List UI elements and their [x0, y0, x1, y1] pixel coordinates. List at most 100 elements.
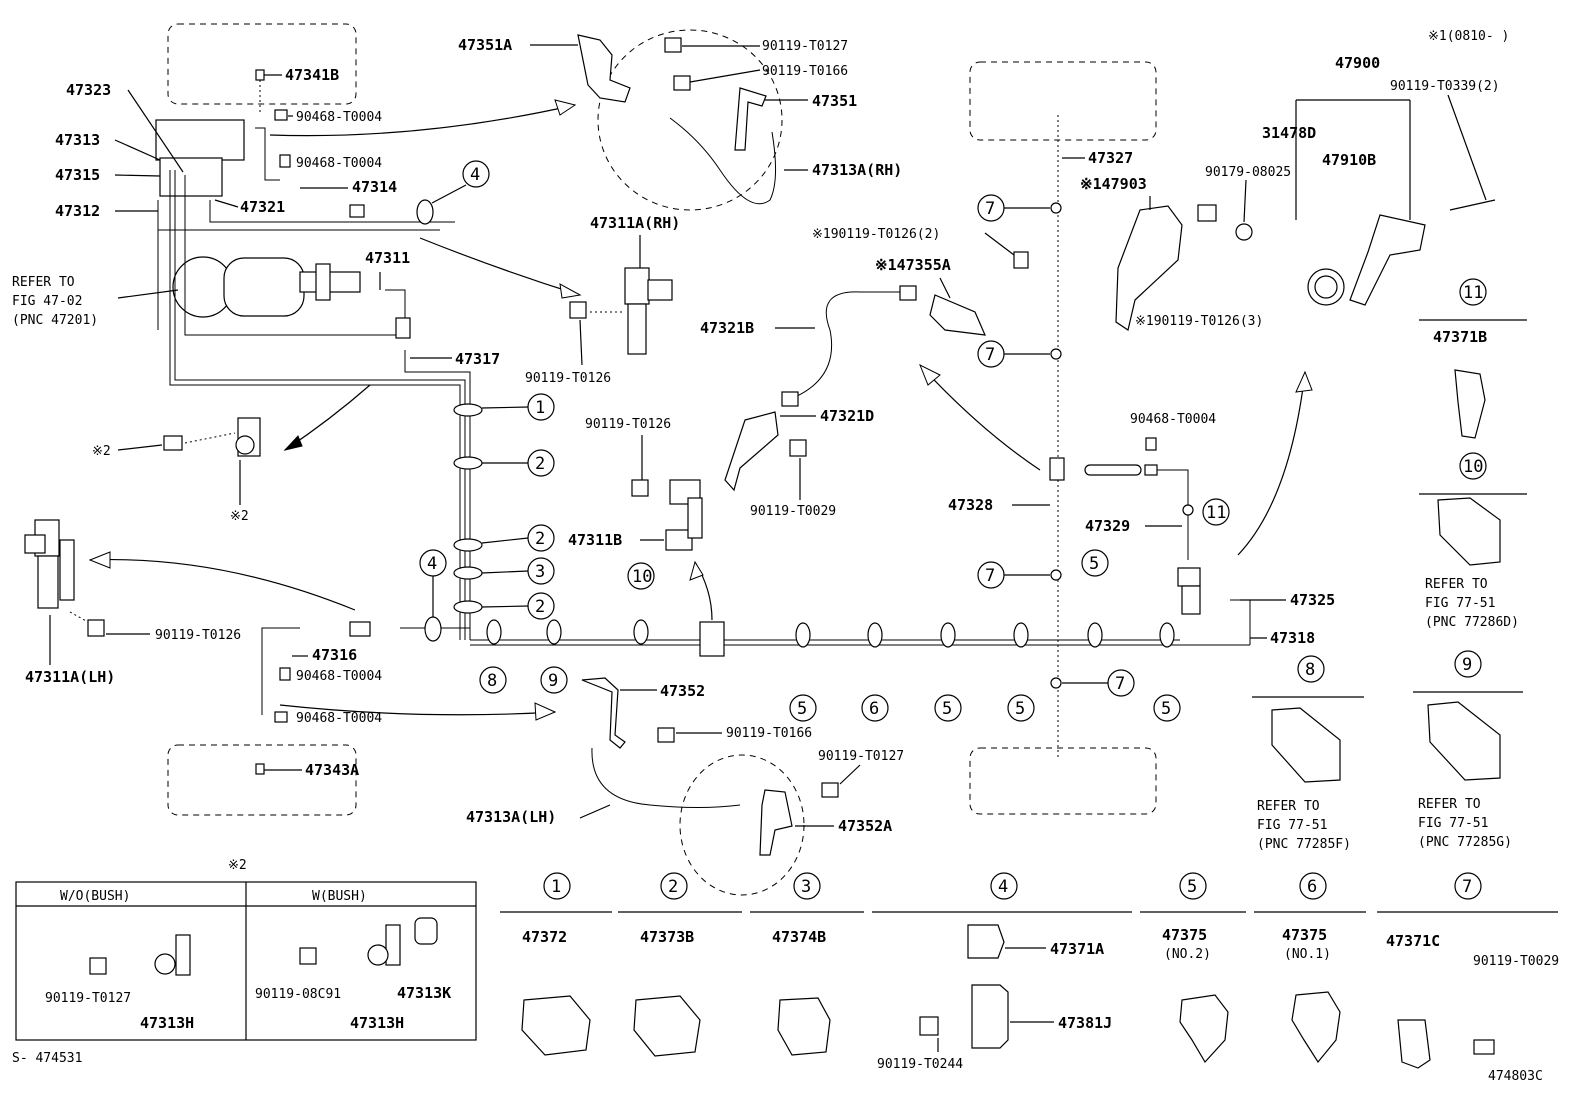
proportioning-valve [395, 317, 411, 339]
label-47314: 47314 [352, 178, 397, 196]
bolt-icon [657, 727, 675, 743]
key-label-47375-a: 47375 [1162, 926, 1207, 944]
rear-body-outline [167, 744, 357, 816]
label-47343A: 47343A [305, 761, 359, 779]
callout-7-c-label: 7 [985, 566, 995, 586]
clip-icon [279, 667, 291, 681]
label-47318: 47318 [1270, 629, 1315, 647]
key-label-47371C: 47371C [1386, 932, 1440, 950]
label-90119-T0339: 90119-T0339(2) [1390, 79, 1500, 94]
label-47329: 47329 [1085, 517, 1130, 535]
label-47352: 47352 [660, 682, 705, 700]
callout-5-a [789, 694, 817, 722]
callout-5-c-label: 5 [1015, 699, 1025, 719]
callout-2-a-label: 2 [535, 454, 545, 474]
label-47351A: 47351A [458, 36, 512, 54]
bolt-icon [789, 439, 807, 457]
key-callout-1: 1 [551, 877, 561, 897]
callout-10-kit [1459, 452, 1487, 480]
clip-icon [274, 109, 288, 121]
clip-icon [1145, 437, 1157, 451]
bracket-47351 [734, 87, 767, 151]
key-label-47375-b-sub: (NO.1) [1284, 947, 1331, 962]
bush-table-mark: ※2 [228, 858, 247, 873]
front-body-outline [167, 23, 357, 105]
bracket-47355A [929, 294, 986, 336]
key-label-90119-T0029: 90119-T0029 [1473, 954, 1559, 969]
bolt-icon [255, 763, 265, 775]
hose-47313A-LH [591, 747, 741, 808]
callout-8-pipe-label: 8 [487, 671, 497, 691]
label-47355A: ※147355A [875, 256, 951, 274]
callout-10-pipe-label: 10 [632, 567, 652, 587]
callout-9-pipe [540, 666, 568, 694]
refer-77-51-F-line2: FIG 77-51 [1257, 818, 1327, 833]
bush-label-90119-08C91: 90119-08C91 [255, 987, 341, 1002]
callout-4-top [462, 160, 490, 188]
bracket-47381J [971, 984, 1009, 1049]
clip-47375-no2 [1179, 994, 1229, 1064]
clip-icon [279, 154, 291, 168]
label-47312: 47312 [55, 202, 100, 220]
frame-top-outline [969, 61, 1157, 141]
label-47341B: 47341B [285, 66, 339, 84]
bolt-icon [89, 957, 107, 975]
refer-77-51-G-line2: FIG 77-51 [1418, 816, 1488, 831]
key-callout-3: 3 [801, 877, 811, 897]
bolt-icon [1013, 251, 1029, 269]
valve-47311B [665, 479, 703, 551]
clip-47371C [1397, 1019, 1431, 1069]
frame-bottom-outline [969, 747, 1157, 815]
key-label-47381J: 47381J [1058, 1014, 1112, 1032]
key-callout-5: 5 [1187, 877, 1197, 897]
key-callout-2: 2 [668, 877, 678, 897]
w-bush-header: W(BUSH) [312, 889, 367, 904]
bracket-47352 [581, 677, 626, 749]
nut-icon [1235, 223, 1253, 241]
refer-47-02-line2: FIG 47-02 [12, 294, 82, 309]
label-90468-T0004-b: 90468-T0004 [296, 156, 382, 171]
label-47321: 47321 [240, 198, 285, 216]
figure-code-left: S- 474531 [12, 1051, 82, 1066]
label-90119-T0166-top: 90119-T0166 [762, 64, 848, 79]
mark2-b: ※2 [230, 509, 249, 524]
tee-47328 [1049, 457, 1065, 481]
clip-47374B [777, 997, 831, 1056]
callout-11-kit [1459, 278, 1487, 306]
refer-77-51-D-line1: REFER TO [1425, 577, 1488, 592]
label-47311A-RH: 47311A(RH) [590, 214, 680, 232]
clip-77285F [1271, 707, 1341, 783]
label-90119-T0126-b: 90119-T0126 [155, 628, 241, 643]
callout-4-mid-label: 4 [427, 554, 437, 574]
callout-10-pipe [627, 562, 655, 590]
valve-47311A-LH [24, 519, 75, 609]
callout-8-pipe [479, 666, 507, 694]
connector-icon [349, 204, 365, 218]
refer-77-51-D-line3: (PNC 77286D) [1425, 615, 1519, 630]
callout-5-e [1153, 694, 1181, 722]
bush-label-47313H-a: 47313H [140, 1014, 194, 1032]
callout-6-pipe-label: 6 [869, 699, 879, 719]
label-47327: 47327 [1088, 149, 1133, 167]
label-47328: 47328 [948, 496, 993, 514]
mark2-a: ※2 [92, 444, 111, 459]
callout-7-b-label: 7 [985, 345, 995, 365]
key-label-47371A: 47371A [1050, 940, 1104, 958]
bolt-icon [673, 75, 691, 91]
rh-hose-detail-circle [597, 29, 783, 211]
callout-7-a-label: 7 [985, 199, 995, 219]
lsp-valve-47325 [1177, 567, 1201, 615]
label-47311A-LH: 47311A(LH) [25, 668, 115, 686]
refer-77-51-G-line3: (PNC 77285G) [1418, 835, 1512, 850]
label-47351: 47351 [812, 92, 857, 110]
key-label-47375-b: 47375 [1282, 926, 1327, 944]
clip-77285G [1427, 701, 1501, 781]
callout-5-a-label: 5 [797, 699, 807, 719]
callout-5-c [1007, 694, 1035, 722]
label-90119-T0126-a: 90119-T0126 [525, 371, 611, 386]
bolt-icon [631, 479, 649, 497]
callout-6-pipe [861, 694, 889, 722]
callout-3-label: 3 [535, 562, 545, 582]
callout-5-b-label: 5 [942, 699, 952, 719]
